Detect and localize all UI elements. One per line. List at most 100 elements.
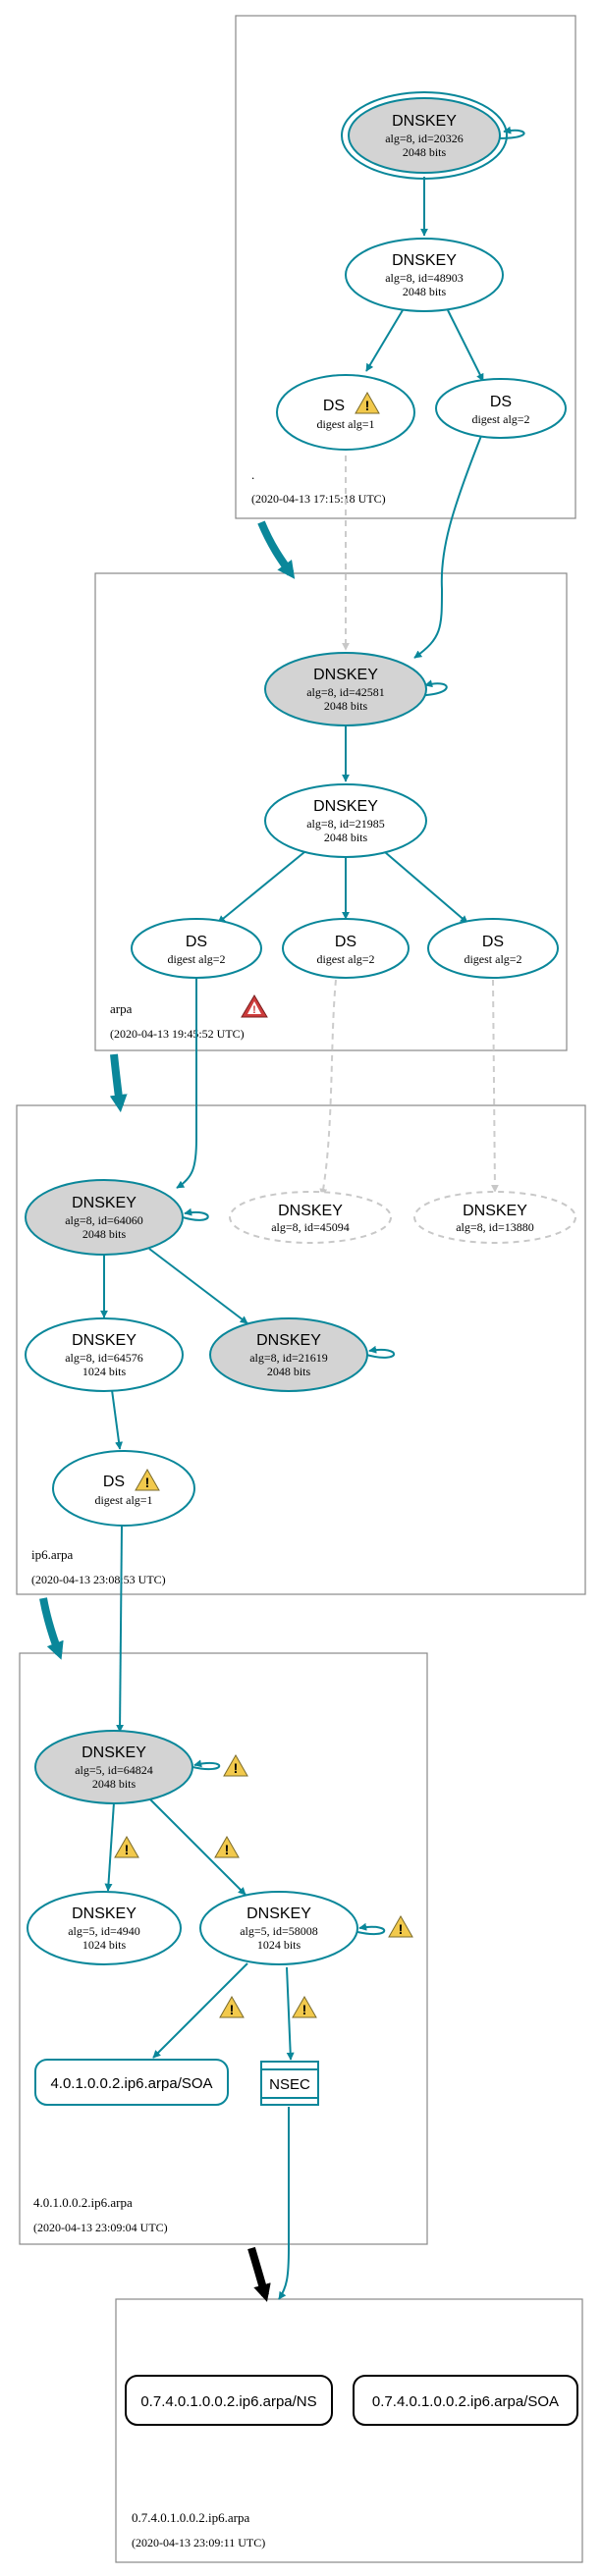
ip6-zsk-node[interactable]: DNSKEY alg=8, id=64576 1024 bits (25, 1317, 184, 1392)
ds-to-key-edge (413, 435, 482, 659)
node-title: DNSKEY (392, 113, 457, 130)
root-ds-alg1-node[interactable]: DS digest alg=1 ! (276, 374, 415, 451)
warning-icon[interactable]: ! (223, 1753, 248, 1777)
zone-4-0-1-0-0-2-ip6-arpa: 4.0.1.0.0.2.ip6.arpa (2020-04-13 23:09:0… (19, 1652, 428, 2245)
node-title: DNSKEY (392, 252, 457, 269)
arpa-ksk-node[interactable]: DNSKEY alg=8, id=42581 2048 bits (264, 652, 427, 726)
node-title: DS (186, 934, 207, 950)
zone-0-7-4-0-1-0-0-2-ip6-arpa: 0.7.4.0.1.0.0.2.ip6.arpa (2020-04-13 23:… (115, 2298, 583, 2563)
node-detail: alg=8, id=64576 (65, 1351, 143, 1365)
node-detail: 2048 bits (324, 699, 368, 713)
node-detail: digest alg=2 (471, 412, 529, 426)
z4-soa-rrset-node[interactable]: 4.0.1.0.0.2.ip6.arpa/SOA (34, 2059, 229, 2106)
self-signature-edge (182, 1208, 209, 1221)
arpa-ds-node-3[interactable]: DS digest alg=2 (427, 918, 559, 979)
warning-icon[interactable]: ! (114, 1835, 139, 1858)
ip6-missing-key-node-1[interactable]: DNSKEY alg=8, id=45094 (229, 1191, 392, 1244)
ip6-ds-node[interactable]: DS digest alg=1 ! (52, 1450, 195, 1527)
edges (39, 126, 525, 2302)
node-title: DNSKEY (72, 1195, 137, 1211)
node-title: DS (490, 394, 512, 410)
zone-timestamp: (2020-04-13 17:15:18 UTC) (251, 492, 386, 506)
node-detail: 2048 bits (82, 1227, 127, 1241)
node-detail: alg=8, id=13880 (456, 1220, 534, 1234)
node-detail: 2048 bits (403, 145, 447, 159)
node-title: DNSKEY (463, 1203, 527, 1219)
nsec-edge (278, 2107, 290, 2300)
ip6-ksk-node[interactable]: DNSKEY alg=8, id=64060 2048 bits (25, 1179, 184, 1256)
zone-label: 4.0.1.0.0.2.ip6.arpa (33, 2195, 133, 2210)
root-ksk-node[interactable]: DNSKEY alg=8, id=20326 2048 bits (341, 91, 508, 180)
root-zsk-node[interactable]: DNSKEY alg=8, id=48903 2048 bits (345, 238, 504, 312)
signature-edge (111, 1389, 124, 1450)
arpa-ds-node-2[interactable]: DS digest alg=2 (282, 918, 410, 979)
signature-edge (104, 1801, 115, 1892)
error-icon[interactable]: ! (241, 994, 268, 1018)
node-detail: digest alg=2 (464, 952, 521, 966)
svg-text:!: ! (125, 1842, 130, 1857)
arpa-ds-node-1[interactable]: DS digest alg=2 (131, 918, 262, 979)
warning-icon[interactable]: ! (219, 1995, 245, 2018)
node-detail: digest alg=1 (316, 417, 374, 431)
warning-icon: ! (135, 1468, 160, 1491)
svg-text:!: ! (145, 1475, 150, 1490)
node-title: NSEC (269, 2076, 310, 2093)
z4-nsec-node[interactable]: NSEC (260, 2061, 319, 2106)
svg-text:!: ! (399, 1921, 404, 1937)
node-detail: 2048 bits (92, 1777, 137, 1791)
z4-zsk-58008-node[interactable]: DNSKEY alg=5, id=58008 1024 bits (199, 1891, 358, 1965)
node-title: DNSKEY (278, 1203, 343, 1219)
svg-text:!: ! (230, 2002, 235, 2017)
zone-ip6-arpa: ip6.arpa (2020-04-13 23:08:53 UTC) (16, 1104, 586, 1595)
warning-icon[interactable]: ! (214, 1835, 240, 1858)
warning-icon[interactable]: ! (388, 1914, 413, 1938)
ip6-missing-key-node-2[interactable]: DNSKEY alg=8, id=13880 (413, 1191, 576, 1244)
warning-icon: ! (355, 391, 380, 414)
delegation-edge (39, 1597, 64, 1660)
z7-soa-rrset-node[interactable]: 0.7.4.0.1.0.0.2.ip6.arpa/SOA (353, 2375, 578, 2426)
node-detail: digest alg=2 (316, 952, 374, 966)
warning-icon[interactable]: ! (292, 1995, 317, 2018)
node-detail: digest alg=2 (167, 952, 225, 966)
z7-ns-rrset-node[interactable]: 0.7.4.0.1.0.0.2.ip6.arpa/NS (125, 2375, 333, 2426)
node-detail: alg=5, id=58008 (240, 1924, 318, 1938)
arpa-zsk-node[interactable]: DNSKEY alg=8, id=21985 2048 bits (264, 783, 427, 858)
delegation-edge (247, 2246, 271, 2302)
ds-to-key-edge (176, 976, 197, 1189)
node-title: DS (103, 1474, 125, 1490)
signature-edge (286, 1966, 295, 2061)
node-detail: alg=8, id=45094 (271, 1220, 350, 1234)
zone-timestamp: (2020-04-13 19:45:52 UTC) (110, 1027, 245, 1041)
delegation-edge (257, 520, 296, 579)
zone-arpa: arpa (2020-04-13 19:45:52 UTC) (94, 572, 568, 1051)
svg-text:!: ! (365, 398, 370, 413)
node-detail: 2048 bits (403, 285, 447, 298)
delegation-edge (109, 1053, 128, 1113)
ds-to-key-edge (116, 1525, 125, 1733)
node-title: DNSKEY (313, 667, 378, 683)
z4-ksk-node[interactable]: DNSKEY alg=5, id=64824 2048 bits (34, 1730, 193, 1804)
self-signature-edge (356, 1922, 386, 1936)
node-detail: alg=8, id=48903 (385, 271, 464, 285)
signature-edge (217, 851, 305, 924)
signature-edge (384, 851, 468, 924)
zone-timestamp: (2020-04-13 23:09:04 UTC) (33, 2221, 168, 2234)
node-detail: digest alg=1 (94, 1493, 152, 1507)
ip6-ksk2-node[interactable]: DNSKEY alg=8, id=21619 2048 bits (209, 1317, 368, 1392)
zone-label: arpa (110, 1001, 133, 1016)
signature-edge (148, 1798, 246, 1896)
nodes: DNSKEY alg=8, id=20326 2048 bits DNSKEY … (25, 91, 578, 2426)
ds-to-missing-key-edge (490, 979, 499, 1193)
ds-to-missing-key-edge (319, 979, 337, 1197)
node-detail: 1024 bits (257, 1938, 301, 1952)
node-title: DS (335, 934, 356, 950)
node-title: DS (482, 934, 504, 950)
node-title: DNSKEY (256, 1332, 321, 1349)
self-signature-edge (192, 1759, 221, 1771)
z4-zsk-4940-node[interactable]: DNSKEY alg=5, id=4940 1024 bits (27, 1891, 182, 1965)
zone-label: 0.7.4.0.1.0.0.2.ip6.arpa (132, 2510, 249, 2525)
root-ds-alg2-node[interactable]: DS digest alg=2 (435, 378, 567, 439)
node-detail: 2048 bits (267, 1365, 311, 1378)
signature-edge (365, 309, 404, 372)
